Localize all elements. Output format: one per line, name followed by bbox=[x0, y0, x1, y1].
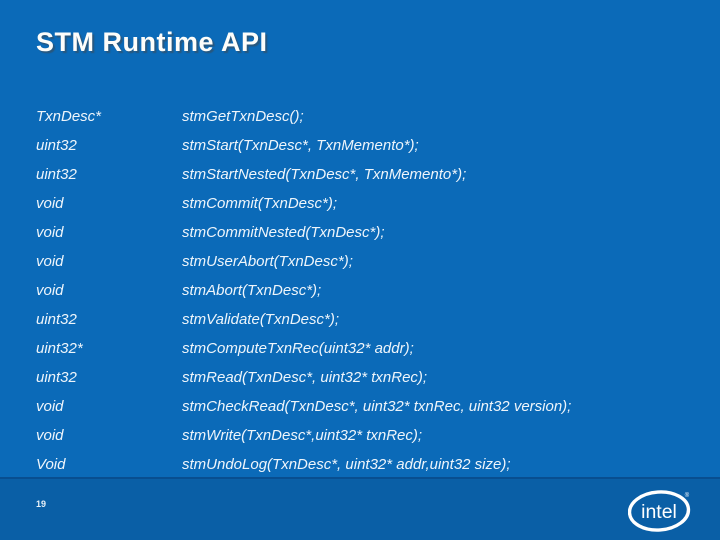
intel-logo-text: intel bbox=[641, 501, 677, 523]
return-type-cell: Void bbox=[36, 456, 66, 473]
return-type-cell: void bbox=[36, 195, 64, 212]
api-table: TxnDesc* stmGetTxnDesc(); uint32 stmStar… bbox=[36, 102, 700, 479]
return-type-cell: void bbox=[36, 398, 64, 415]
page-title: STM Runtime API bbox=[36, 27, 268, 57]
page-number: 19 bbox=[36, 499, 47, 509]
registered-mark: ® bbox=[685, 492, 690, 499]
signature-cell: stmCommit(TxnDesc*); bbox=[182, 195, 338, 212]
table-row: void stmWrite(TxnDesc*,uint32* txnRec); bbox=[36, 421, 700, 450]
return-type-cell: void bbox=[36, 282, 64, 299]
table-row: void stmCommitNested(TxnDesc*); bbox=[36, 218, 700, 247]
return-type-cell: uint32 bbox=[36, 369, 77, 386]
table-row: uint32 stmStartNested(TxnDesc*, TxnMemen… bbox=[36, 160, 700, 189]
table-row: void stmUserAbort(TxnDesc*); bbox=[36, 247, 700, 276]
return-type-cell: uint32* bbox=[36, 340, 83, 357]
return-type-cell: uint32 bbox=[36, 166, 77, 183]
signature-cell: stmCheckRead(TxnDesc*, uint32* txnRec, u… bbox=[182, 398, 572, 415]
table-row: TxnDesc* stmGetTxnDesc(); bbox=[36, 102, 700, 131]
intel-logo-icon: intel ® bbox=[628, 490, 691, 532]
signature-cell: stmRead(TxnDesc*, uint32* txnRec); bbox=[182, 369, 428, 386]
signature-cell: stmValidate(TxnDesc*); bbox=[182, 311, 339, 328]
return-type-cell: uint32 bbox=[36, 311, 77, 328]
signature-cell: stmAbort(TxnDesc*); bbox=[182, 282, 322, 299]
table-row: void stmAbort(TxnDesc*); bbox=[36, 276, 700, 305]
table-row: uint32 stmValidate(TxnDesc*); bbox=[36, 305, 700, 334]
signature-cell: stmStart(TxnDesc*, TxnMemento*); bbox=[182, 137, 419, 154]
signature-cell: stmUndoLog(TxnDesc*, uint32* addr,uint32… bbox=[182, 456, 511, 473]
signature-cell: stmCommitNested(TxnDesc*); bbox=[182, 224, 385, 241]
signature-cell: stmComputeTxnRec(uint32* addr); bbox=[182, 340, 414, 357]
signature-cell: stmUserAbort(TxnDesc*); bbox=[182, 253, 353, 270]
return-type-cell: void bbox=[36, 224, 64, 241]
signature-cell: stmGetTxnDesc(); bbox=[182, 108, 304, 125]
return-type-cell: TxnDesc* bbox=[36, 108, 102, 125]
return-type-cell: uint32 bbox=[36, 137, 77, 154]
table-row: uint32* stmComputeTxnRec(uint32* addr); bbox=[36, 334, 700, 363]
return-type-cell: void bbox=[36, 253, 64, 270]
table-row: uint32 stmRead(TxnDesc*, uint32* txnRec)… bbox=[36, 363, 700, 392]
table-row: void stmCheckRead(TxnDesc*, uint32* txnR… bbox=[36, 392, 700, 421]
table-row: uint32 stmStart(TxnDesc*, TxnMemento*); bbox=[36, 131, 700, 160]
intel-logo-ellipse bbox=[628, 490, 691, 532]
signature-cell: stmStartNested(TxnDesc*, TxnMemento*); bbox=[182, 166, 467, 183]
return-type-cell: void bbox=[36, 427, 64, 444]
signature-cell: stmWrite(TxnDesc*,uint32* txnRec); bbox=[182, 427, 423, 444]
footer: 19 intel ® bbox=[0, 477, 720, 540]
table-row: void stmCommit(TxnDesc*); bbox=[36, 189, 700, 218]
table-row: Void stmUndoLog(TxnDesc*, uint32* addr,u… bbox=[36, 450, 700, 479]
